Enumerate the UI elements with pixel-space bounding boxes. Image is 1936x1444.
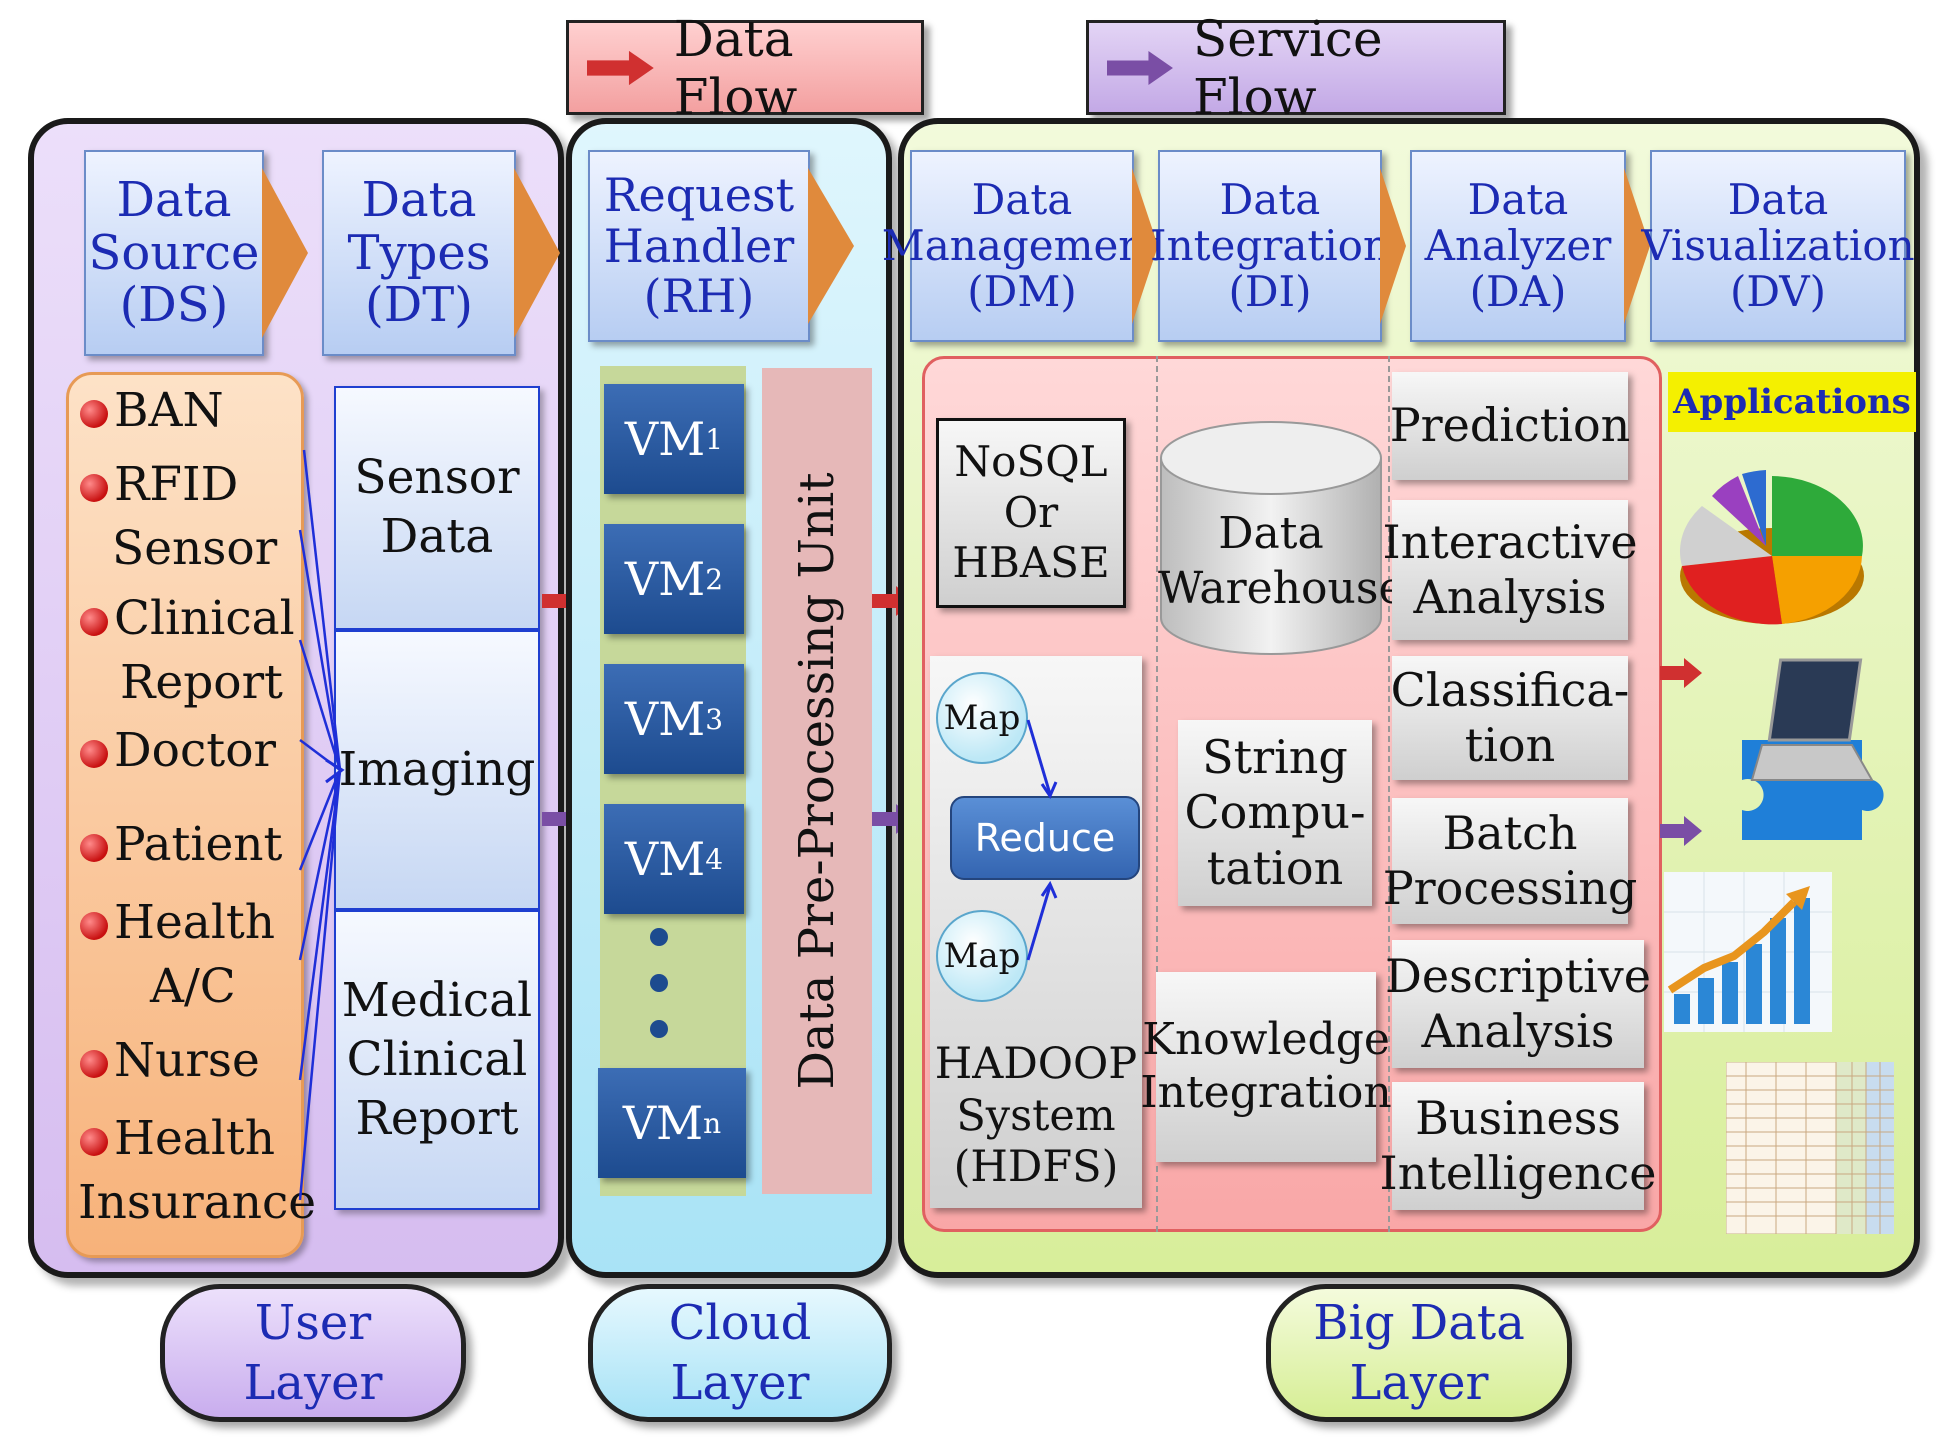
bullet-icon — [80, 608, 108, 636]
map-node-1: Map — [936, 672, 1028, 764]
bar-growth-chart-icon — [1664, 872, 1832, 1032]
prediction-box: Prediction — [1390, 372, 1630, 480]
di-chevron-icon — [1380, 168, 1406, 324]
spreadsheet-icon — [1726, 1062, 1894, 1234]
source-nurse: Nurse — [80, 1033, 260, 1088]
source-health-ac: A/C — [150, 959, 236, 1014]
type-imaging: Imaging — [334, 630, 540, 911]
laptop-puzzle-icon — [1742, 658, 1884, 840]
source-doctor: Doctor — [80, 723, 276, 778]
service-flow-legend: Service Flow — [1086, 10, 1506, 126]
source-clinical-report: Report — [120, 655, 283, 710]
dt-line3: (DT) — [365, 277, 473, 334]
ellipsis-dot — [650, 974, 668, 992]
data-warehouse-cylinder-icon — [1160, 421, 1382, 655]
source-rfid-sensor: Sensor — [112, 521, 278, 576]
data-source-list — [66, 372, 304, 1258]
source-insurance: Insurance — [78, 1175, 317, 1230]
classification-box: Classifica-tion — [1391, 656, 1629, 780]
ellipsis-dot — [650, 928, 668, 946]
source-health-insurance: Health — [80, 1111, 275, 1166]
data-preprocessing-unit: Data Pre-Processing Unit — [762, 368, 872, 1194]
da-chevron-icon — [1624, 168, 1650, 324]
applications-label: Applications — [1668, 372, 1916, 432]
service-flow-arrow-icon — [1107, 50, 1173, 85]
dt-line2: Types — [347, 224, 491, 281]
source-to-imaging-connectors — [298, 449, 345, 1201]
dm-chevron-icon — [1132, 168, 1158, 324]
bullet-icon — [80, 740, 108, 768]
map-reduce-arrows — [1026, 719, 1058, 961]
bullet-icon — [80, 474, 108, 502]
ellipsis-dot — [650, 1020, 668, 1038]
ds-chevron-icon — [262, 168, 308, 338]
dashed-divider — [1156, 356, 1158, 1232]
service-flow-label: Service Flow — [1192, 9, 1383, 126]
data-flow-arrow-icon — [587, 50, 654, 85]
data-flow-arrow-to-applications — [1660, 658, 1702, 688]
ds-line3: (DS) — [119, 277, 229, 334]
data-flow-legend: Data Flow — [566, 10, 924, 126]
map-node-2: Map — [936, 910, 1028, 1002]
bullet-icon — [80, 834, 108, 862]
source-ban: BAN — [80, 383, 224, 438]
source-rfid: RFID — [80, 457, 238, 512]
bullet-icon — [80, 400, 108, 428]
dt-chevron-icon — [514, 168, 560, 338]
ds-line2: Source — [88, 224, 260, 281]
reduce-node: Reduce — [950, 796, 1140, 880]
vm-column — [600, 366, 746, 1196]
service-flow-arrow-to-applications — [1660, 816, 1702, 846]
bullet-icon — [80, 1128, 108, 1156]
rh-chevron-icon — [808, 168, 854, 324]
data-flow-label: Data Flow — [673, 9, 798, 126]
bullet-icon — [80, 912, 108, 940]
ds-line1: Data — [116, 171, 232, 228]
dashed-divider — [1388, 356, 1390, 1232]
source-patient: Patient — [80, 817, 282, 872]
pie-chart-icon — [1679, 470, 1864, 625]
source-health: Health — [80, 895, 275, 950]
dt-line1: Data — [361, 171, 477, 228]
source-clinical: Clinical — [80, 591, 295, 646]
bullet-icon — [80, 1050, 108, 1078]
